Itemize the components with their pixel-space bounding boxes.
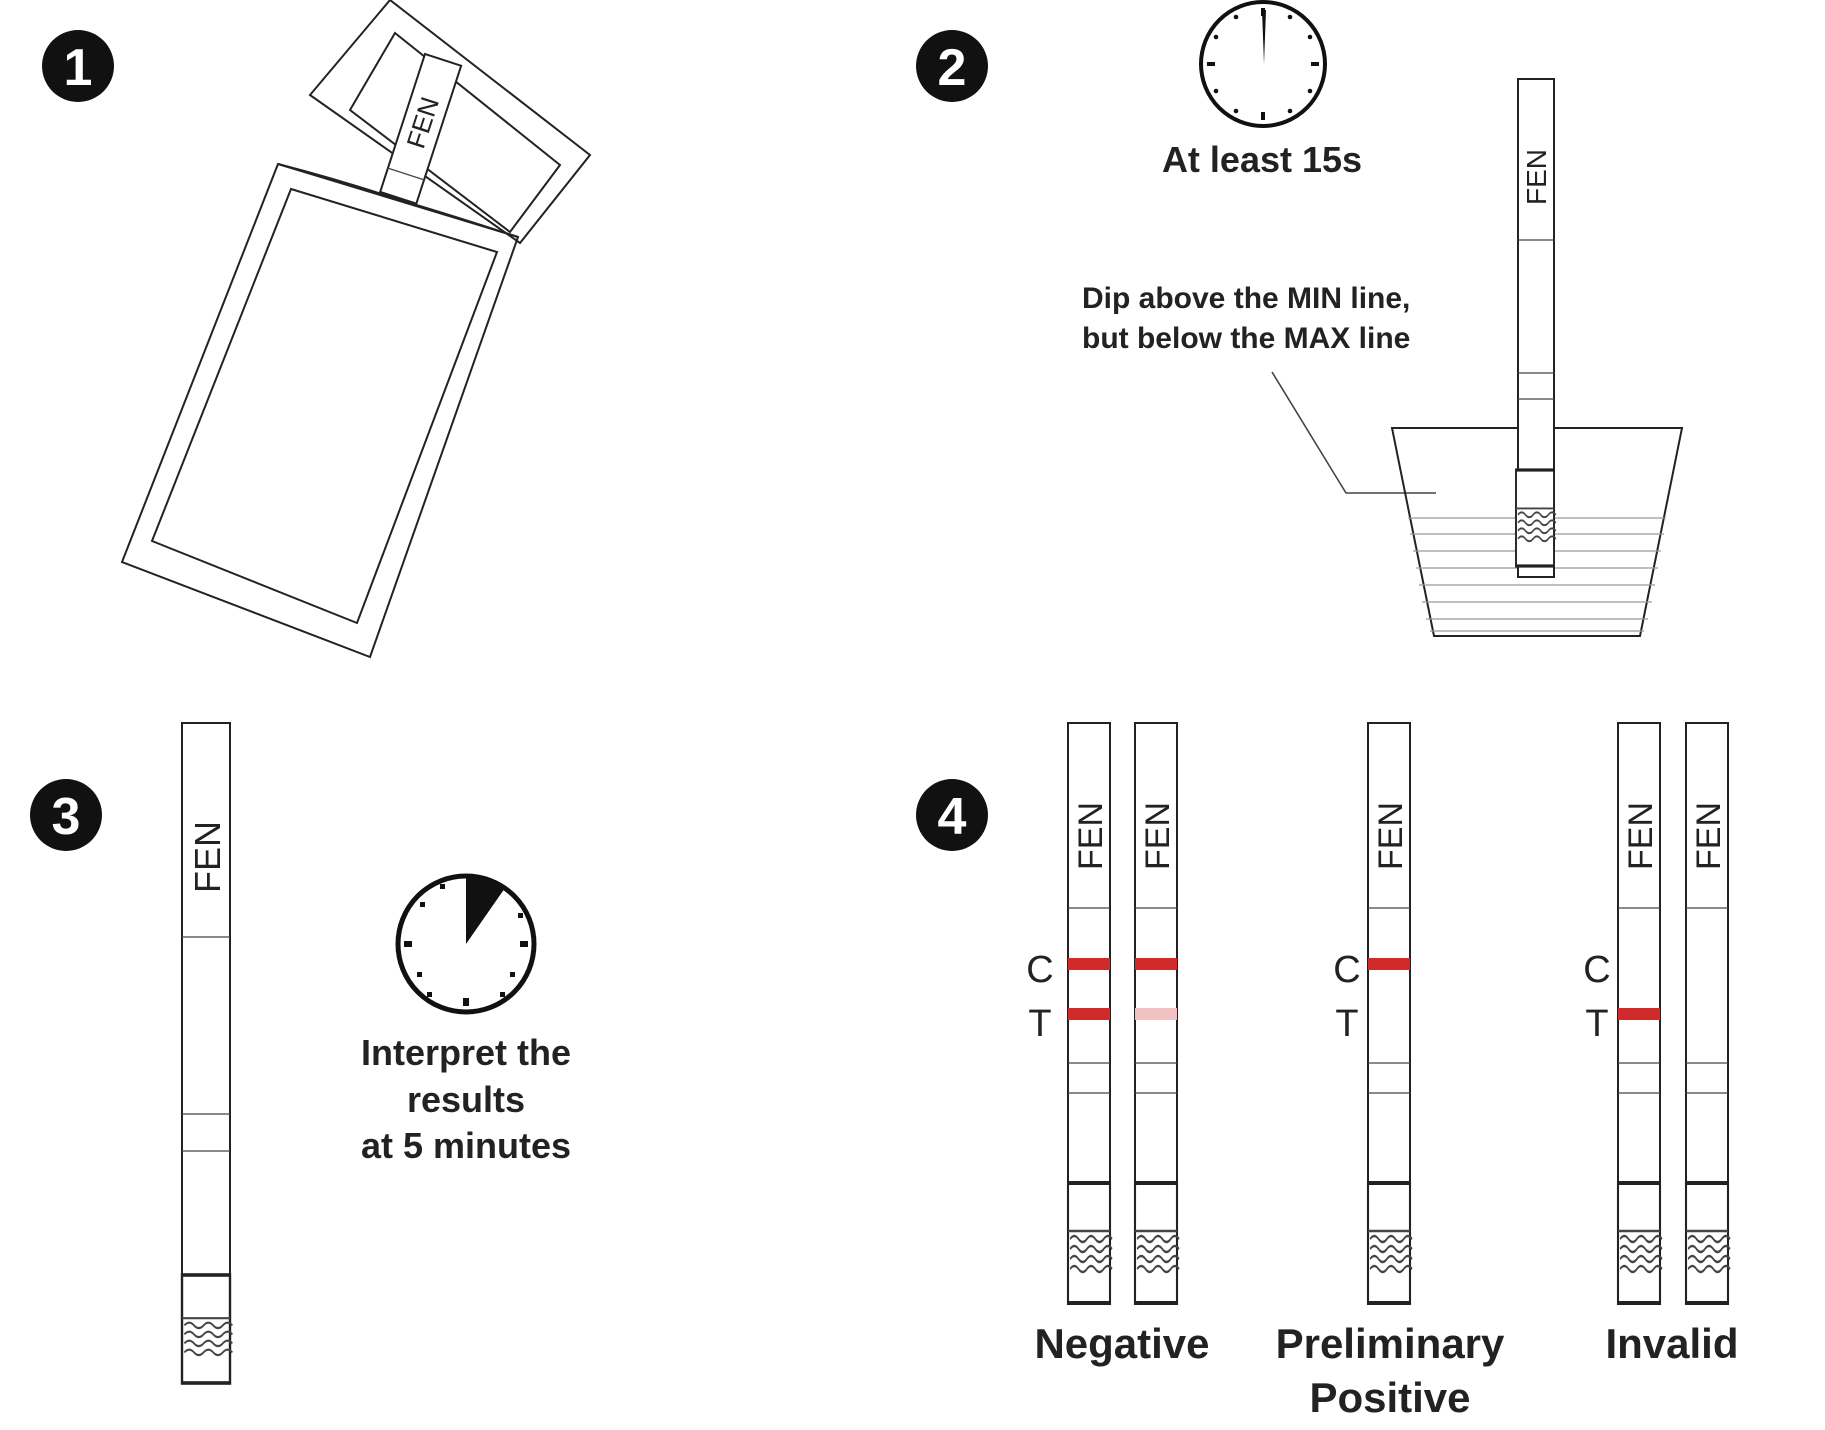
step-1: 1 FEN: [42, 0, 592, 659]
test-label: T: [1585, 1003, 1608, 1045]
control-line: [1368, 958, 1410, 970]
strip-label: FEN: [1072, 802, 1110, 870]
step-2-badge: [916, 30, 988, 102]
step-4-badge: [916, 779, 988, 851]
test-line: [1068, 1008, 1110, 1020]
step-1-number: 1: [64, 39, 93, 97]
stopwatch-5min-icon: [395, 873, 537, 1015]
timer-text: At least 15s: [1162, 139, 1362, 180]
result-strip-positive: FEN: [1366, 722, 1415, 1305]
strip-label: FEN: [1139, 802, 1177, 870]
pointer-line: [1271, 371, 1436, 494]
negative-label: Negative: [1034, 1320, 1209, 1367]
test-line: [1618, 1008, 1660, 1020]
step-3: 3 FEN Interpret the results a: [30, 722, 571, 1385]
step-3-badge: [30, 779, 102, 851]
control-line: [1135, 958, 1177, 970]
dip-instruction-line1: Dip above the MIN line,: [1082, 282, 1410, 315]
faint-test-line: [1135, 1008, 1177, 1020]
result-strip-negative-b: FEN: [1133, 722, 1182, 1305]
test-strip-step2: FEN: [1514, 78, 1558, 578]
foil-pouch: [120, 0, 592, 659]
positive-label-line1: Preliminary: [1276, 1320, 1505, 1367]
step-4-number: 4: [938, 788, 967, 846]
control-line: [1068, 958, 1110, 970]
strip-label: FEN: [1622, 802, 1660, 870]
test-strip-step3: FEN: [180, 722, 235, 1385]
test-strip-step1: FEN: [378, 52, 463, 205]
interpret-line2: results: [407, 1079, 525, 1120]
step-2-number: 2: [938, 39, 967, 97]
step-4: 4 C T C T C T FEN FEN: [916, 722, 1739, 1421]
result-strip-invalid-a: FEN: [1616, 722, 1665, 1305]
test-label: T: [1028, 1003, 1051, 1045]
strip-label: FEN: [1372, 802, 1410, 870]
interpret-line1: Interpret the: [361, 1032, 571, 1073]
step-1-badge: [42, 30, 114, 102]
dip-instruction-line2: but below the MAX line: [1082, 322, 1410, 355]
strip-label: FEN: [187, 821, 228, 893]
result-strip-invalid-b: FEN: [1684, 722, 1733, 1305]
control-label: C: [1583, 949, 1610, 991]
strip-label: FEN: [1690, 802, 1728, 870]
control-label: C: [1026, 949, 1053, 991]
result-strip-negative-a: FEN: [1066, 722, 1115, 1305]
strip-label: FEN: [1521, 149, 1552, 205]
stopwatch-icon: [1199, 0, 1327, 128]
strip-label: FEN: [400, 93, 445, 152]
test-label: T: [1335, 1003, 1358, 1045]
invalid-label: Invalid: [1605, 1320, 1738, 1367]
interpret-line3: at 5 minutes: [361, 1125, 571, 1166]
positive-label-line2: Positive: [1309, 1374, 1470, 1421]
step-3-number: 3: [52, 788, 81, 846]
control-label: C: [1333, 949, 1360, 991]
step-2: 2 At least 15s Dip above the MIN line, b…: [916, 0, 1684, 637]
